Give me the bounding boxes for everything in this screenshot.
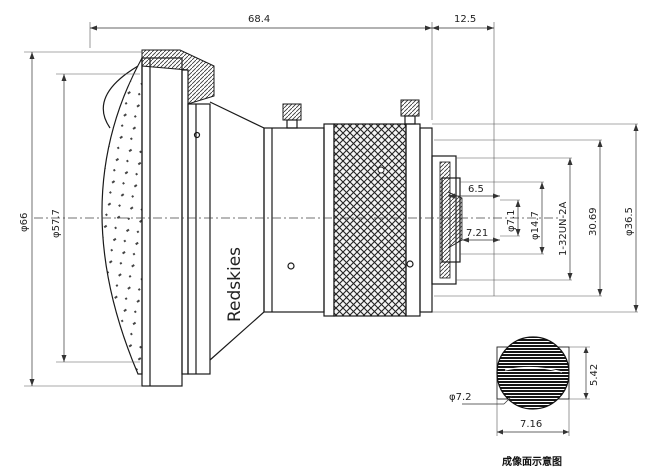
front-lens-dome bbox=[101, 57, 143, 375]
svg-text:5.42: 5.42 bbox=[589, 364, 600, 386]
svg-text:12.5: 12.5 bbox=[454, 14, 476, 25]
main-barrel bbox=[263, 127, 325, 313]
svg-text:6.5: 6.5 bbox=[468, 184, 484, 195]
front-barrel bbox=[141, 49, 215, 387]
dim-length-68-4: 68.4 bbox=[89, 14, 433, 120]
svg-text:φ36.5: φ36.5 bbox=[624, 207, 635, 236]
dim-sensor-height: 5.42 bbox=[569, 346, 600, 400]
svg-text:30.69: 30.69 bbox=[588, 207, 599, 236]
c-mount-thread bbox=[431, 155, 463, 285]
svg-text:φ14.7: φ14.7 bbox=[530, 211, 541, 240]
dim-dia-7-1: φ7.1 bbox=[500, 199, 521, 237]
brand-label: Redskies bbox=[225, 247, 245, 322]
dim-image-circle: φ7.2 bbox=[449, 392, 513, 405]
dim-flange-12-5: 12.5 bbox=[432, 14, 495, 296]
dim-dia-14-7: φ14.7 bbox=[460, 181, 545, 255]
svg-text:φ7.1: φ7.1 bbox=[506, 210, 517, 233]
svg-text:7.16: 7.16 bbox=[520, 419, 542, 430]
dim-mount-6-5: 6.5 bbox=[448, 184, 500, 199]
focus-ring-knurl bbox=[323, 123, 421, 317]
dim-inner-7-21: 7.21 bbox=[462, 228, 500, 243]
svg-text:7.21: 7.21 bbox=[466, 228, 488, 239]
image-plane-caption: 成像面示意图 bbox=[502, 455, 562, 468]
rear-ring bbox=[419, 127, 433, 313]
image-plane-detail bbox=[496, 336, 570, 410]
svg-text:1-32UN-2A: 1-32UN-2A bbox=[558, 202, 569, 256]
dim-dia-36-5: φ36.5 bbox=[432, 123, 639, 313]
dim-front-diameter: φ57.7 bbox=[51, 73, 140, 363]
svg-text:φ66: φ66 bbox=[19, 213, 30, 232]
dim-thread: 1-32UN-2A bbox=[456, 157, 573, 281]
focus-lock-screw bbox=[282, 103, 302, 129]
iris-lock-screw bbox=[400, 99, 420, 125]
dim-sensor-width: 7.16 bbox=[496, 399, 570, 436]
svg-text:68.4: 68.4 bbox=[248, 14, 270, 25]
dim-outer-diameter: φ66 bbox=[19, 51, 142, 387]
svg-text:φ7.2: φ7.2 bbox=[449, 392, 472, 403]
dim-dia-30-69: 30.69 bbox=[434, 139, 603, 297]
svg-text:φ57.7: φ57.7 bbox=[51, 209, 62, 238]
